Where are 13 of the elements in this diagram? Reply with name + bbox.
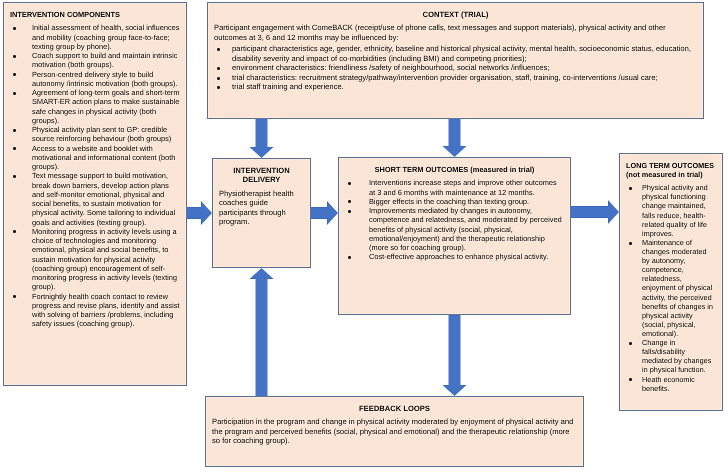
block-arrow xyxy=(571,200,619,224)
block-arrow xyxy=(250,119,274,158)
text-box xyxy=(3,2,187,386)
block-arrow xyxy=(311,201,338,225)
block-arrow xyxy=(250,268,274,396)
text-box xyxy=(212,158,311,268)
text-box xyxy=(207,2,704,119)
block-arrow xyxy=(442,119,466,157)
text-box xyxy=(338,157,571,315)
text-box xyxy=(205,396,584,467)
block-arrow xyxy=(442,315,466,396)
block-arrow xyxy=(187,201,212,225)
text-box xyxy=(619,153,723,411)
